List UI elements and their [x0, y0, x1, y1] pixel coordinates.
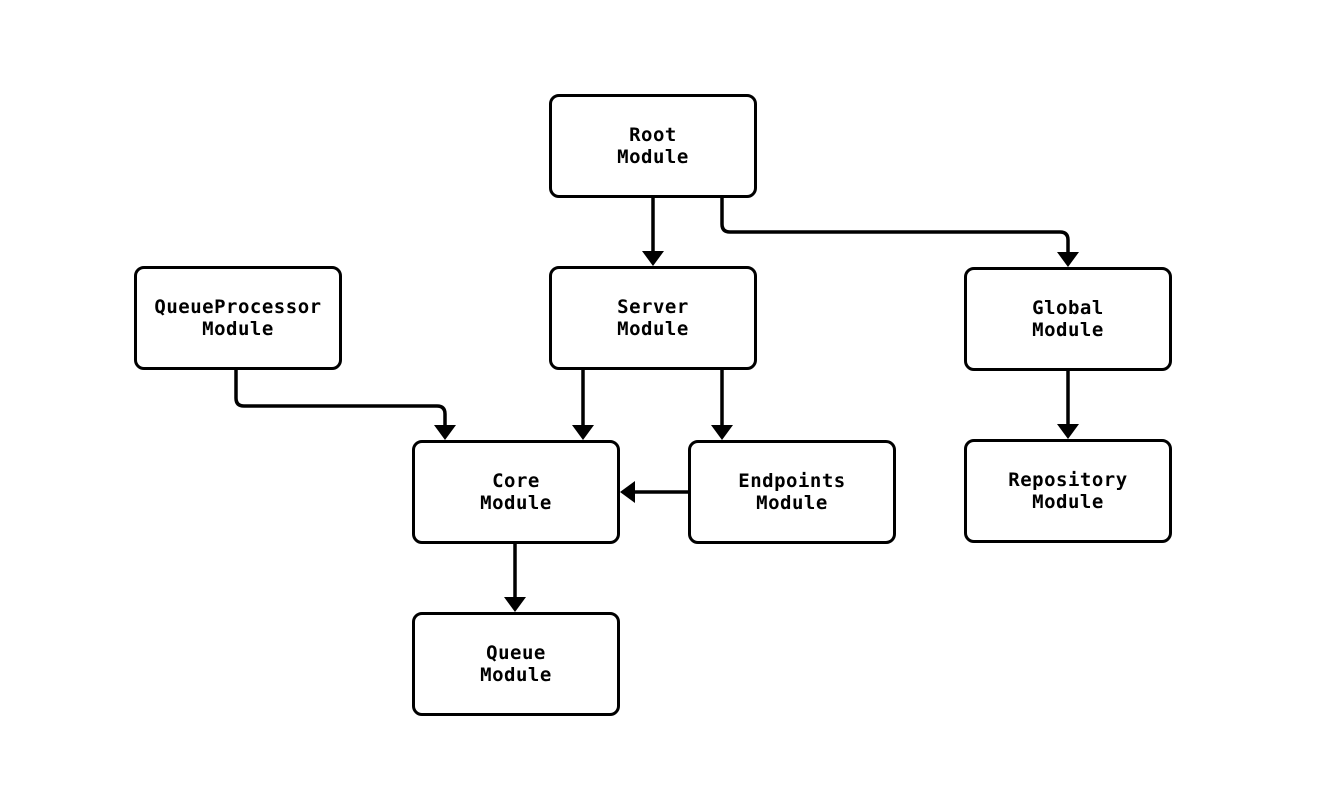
arrowhead-icon — [642, 251, 664, 266]
node-label-endpoints: Endpoints Module — [738, 470, 846, 514]
node-label-repository: Repository Module — [1008, 469, 1128, 513]
arrowhead-icon — [620, 481, 635, 503]
edge-root-to-server — [642, 198, 664, 266]
node-core-module: Core Module — [412, 440, 620, 544]
node-root-module: Root Module — [549, 94, 757, 198]
edge-root-to-global — [720, 198, 1079, 267]
edge-line-queueprocessor-to-core — [234, 370, 447, 425]
node-label-server: Server Module — [617, 296, 689, 340]
node-endpoints-module: Endpoints Module — [688, 440, 896, 544]
arrowhead-icon — [1057, 424, 1079, 439]
node-label-queueprocessor: QueueProcessor Module — [154, 296, 322, 340]
node-repository-module: Repository Module — [964, 439, 1172, 543]
node-label-core: Core Module — [480, 470, 552, 514]
arrowhead-icon — [572, 425, 594, 440]
node-label-queue: Queue Module — [480, 642, 552, 686]
edge-server-to-core — [572, 370, 594, 440]
node-queue-module: Queue Module — [412, 612, 620, 716]
node-label-root: Root Module — [617, 124, 689, 168]
arrowhead-icon — [711, 425, 733, 440]
node-queueprocessor-module: QueueProcessor Module — [134, 266, 342, 370]
arrowhead-icon — [504, 597, 526, 612]
arrowhead-icon — [1057, 252, 1079, 267]
edge-line-root-to-global — [720, 198, 1070, 252]
edge-queueprocessor-to-core — [234, 370, 456, 440]
node-server-module: Server Module — [549, 266, 757, 370]
arrowhead-icon — [434, 425, 456, 440]
edge-global-to-repository — [1057, 371, 1079, 439]
node-label-global: Global Module — [1032, 297, 1104, 341]
edge-endpoints-to-core — [620, 481, 688, 503]
node-global-module: Global Module — [964, 267, 1172, 371]
edge-server-to-endpoints — [711, 370, 733, 440]
edge-core-to-queue — [504, 544, 526, 612]
